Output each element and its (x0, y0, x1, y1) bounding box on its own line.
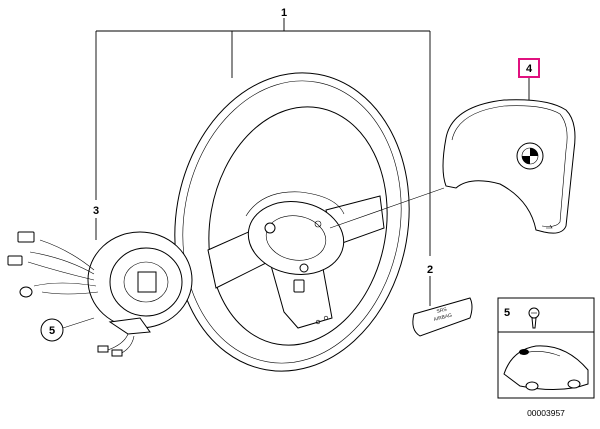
bmw-logo-icon (516, 142, 544, 170)
screw-icon (528, 307, 540, 329)
inset-box (497, 297, 595, 399)
leader-line-part-5 (62, 317, 95, 329)
srs-cover[interactable]: SRS AIRBAG (412, 297, 473, 337)
leader-airbag-to-hub (329, 187, 445, 229)
cover-label-airbag: AIRBAG (433, 313, 453, 323)
cover-label-srs: SRS (436, 306, 448, 314)
callout-2[interactable]: 2 (427, 264, 433, 276)
document-number: 00003957 (527, 408, 565, 418)
steering-wheel[interactable] (152, 54, 433, 390)
clock-spring[interactable] (7, 231, 193, 357)
car-icon (503, 345, 589, 391)
callout-4-highlight[interactable] (518, 58, 540, 78)
airbag-module[interactable] (442, 99, 576, 234)
svg-text:5: 5 (49, 325, 55, 337)
callout-1[interactable]: 1 (281, 7, 287, 19)
callout-5-inset[interactable]: 5 (504, 307, 510, 319)
callout-5-left[interactable]: 5 (40, 318, 64, 342)
callout-3[interactable]: 3 (93, 205, 99, 217)
callout-4[interactable]: 4 (526, 63, 533, 75)
leader-lines-part-1 (95, 18, 431, 256)
